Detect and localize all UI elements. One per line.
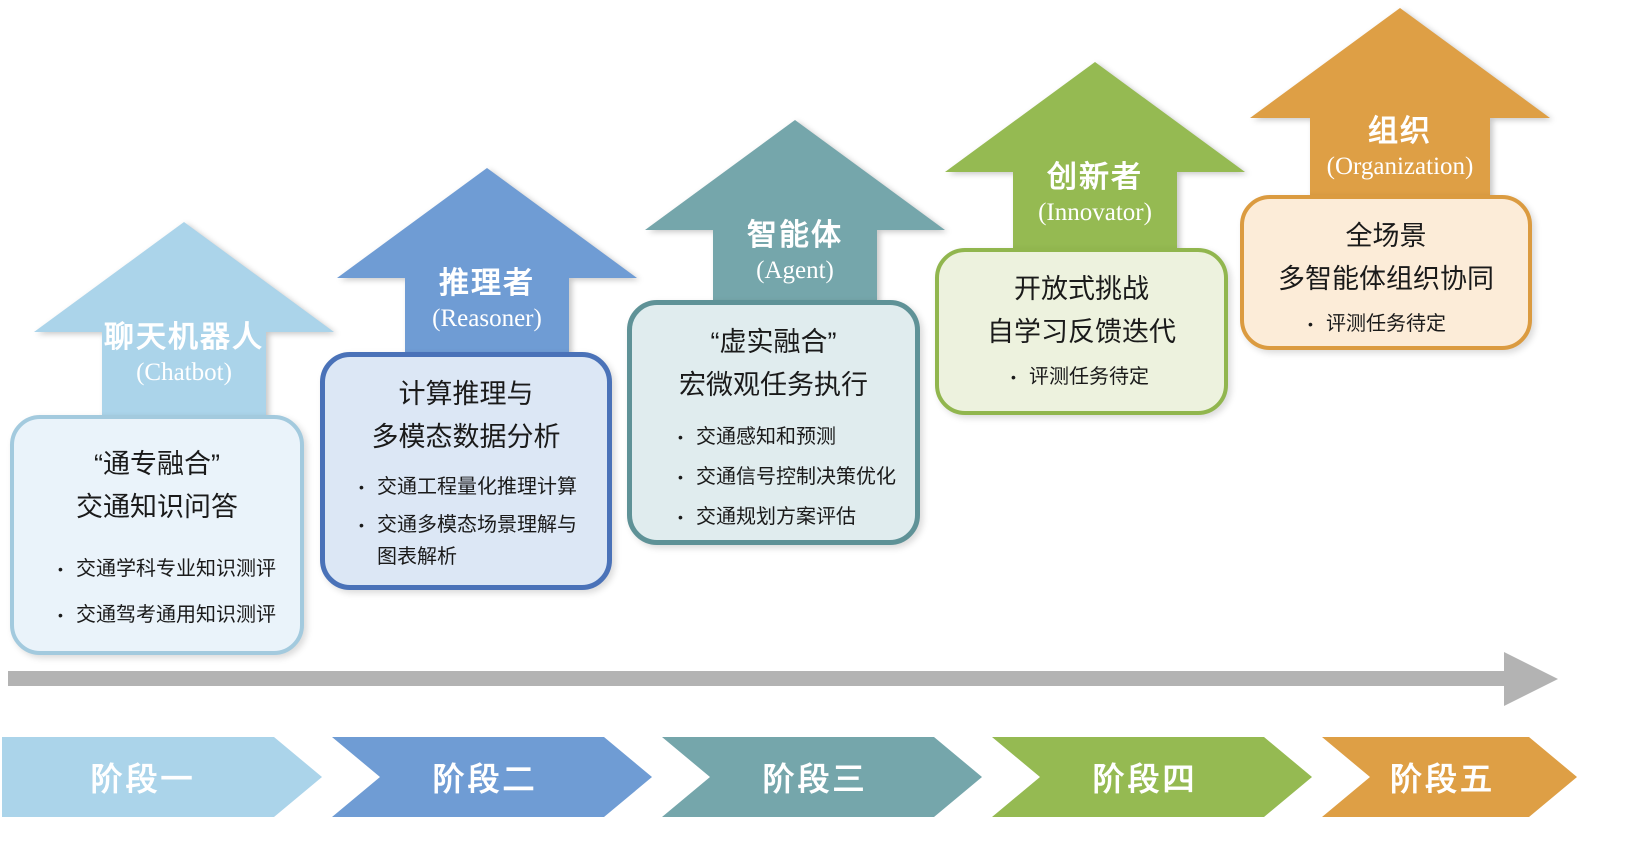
stage-name: 聊天机器人 — [104, 321, 264, 354]
banner-stage-2: 阶段二 — [332, 737, 652, 817]
bullet-list: 交通学科专业知识测评 交通驾考通用知识测评 — [32, 553, 282, 631]
box-title-line: 宏微观任务执行 — [679, 370, 868, 401]
up-arrow-icon — [1250, 8, 1550, 235]
banner-stage-4: 阶段四 — [992, 737, 1312, 817]
bullet-list: 交通工程量化推理计算 交通多模态场景理解与图表解析 — [343, 471, 589, 573]
stage-name-en: (Organization) — [1326, 153, 1474, 180]
banner-label: 阶段二 — [432, 761, 538, 797]
banner-stage-1: 阶段一 — [2, 737, 322, 817]
stage-name: 组织 — [1368, 115, 1432, 148]
stage-box: “虚实融合” 宏微观任务执行 交通感知和预测 交通信号控制决策优化 交通规划方案… — [627, 300, 920, 545]
stage-name-en: (Agent) — [756, 257, 834, 284]
stage-name-en: (Chatbot) — [136, 359, 232, 386]
stage-name: 智能体 — [747, 219, 843, 252]
stage-name: 创新者 — [1047, 161, 1143, 194]
box-title-line: 多模态数据分析 — [371, 422, 561, 453]
stage-box: “通专融合” 交通知识问答 交通学科专业知识测评 交通驾考通用知识测评 — [10, 415, 304, 655]
bullet-item: 评测任务待定 — [1005, 361, 1206, 393]
box-title: 开放式挑战 自学习反馈迭代 — [957, 268, 1206, 354]
bullet-item: 交通学科专业知识测评 — [52, 553, 282, 585]
bullet-item: 交通工程量化推理计算 — [353, 471, 589, 503]
bullet-item: 交通规划方案评估 — [672, 501, 897, 533]
box-title-line: 多智能体组织协同 — [1278, 264, 1494, 295]
stage-arrow-title: 推理者 (Reasoner) — [337, 264, 637, 336]
box-title-line: 开放式挑战 — [1014, 274, 1149, 304]
bullet-item: 评测任务待定 — [1302, 308, 1510, 340]
stage-box: 计算推理与 多模态数据分析 交通工程量化推理计算 交通多模态场景理解与图表解析 — [320, 352, 612, 590]
box-title-line: 交通知识问答 — [76, 492, 238, 523]
banner-label: 阶段四 — [1092, 761, 1198, 797]
bullet-list: 交通感知和预测 交通信号控制决策优化 交通规划方案评估 — [650, 421, 897, 533]
bullet-item: 交通信号控制决策优化 — [672, 461, 897, 493]
banner-label: 阶段三 — [762, 761, 868, 797]
bullet-item: 交通感知和预测 — [672, 421, 897, 453]
banner-label: 阶段五 — [1389, 761, 1495, 797]
stage-arrow-title: 聊天机器人 (Chatbot) — [34, 318, 334, 390]
stage-arrow-title: 智能体 (Agent) — [645, 216, 945, 288]
banner-stage-3: 阶段三 — [662, 737, 982, 817]
stage-arrow-title: 组织 (Organization) — [1250, 112, 1550, 184]
bullet-item: 交通多模态场景理解与图表解析 — [353, 509, 589, 573]
bullet-list: 评测任务待定 — [957, 361, 1206, 393]
box-title-line: “通专融合” — [94, 449, 220, 479]
bullet-list: 评测任务待定 — [1262, 308, 1510, 340]
stage-name-en: (Reasoner) — [432, 305, 542, 332]
banner-stage-5: 阶段五 — [1322, 737, 1577, 817]
stage-box: 开放式挑战 自学习反馈迭代 评测任务待定 — [935, 248, 1228, 415]
bullet-item: 交通驾考通用知识测评 — [52, 599, 282, 631]
up-arrow-icon — [337, 168, 637, 392]
box-title-line: “虚实融合” — [710, 327, 837, 357]
stage-name-en: (Innovator) — [1038, 199, 1152, 226]
box-title: “通专融合” 交通知识问答 — [32, 443, 282, 529]
box-title: 全场景 多智能体组织协同 — [1262, 215, 1510, 301]
up-arrow-icon — [34, 222, 334, 455]
box-title-line: 计算推理与 — [398, 379, 534, 409]
box-title-line: 全场景 — [1345, 221, 1427, 251]
banner-label: 阶段一 — [90, 761, 196, 797]
up-arrow-icon — [645, 120, 945, 340]
stage-box: 全场景 多智能体组织协同 评测任务待定 — [1240, 195, 1532, 350]
timeline-arrowhead-icon — [1504, 652, 1558, 706]
box-title-line: 自学习反馈迭代 — [987, 317, 1176, 348]
stage-name: 推理者 — [439, 267, 535, 300]
box-title: “虚实融合” 宏微观任务执行 — [650, 321, 897, 407]
up-arrow-icon — [945, 62, 1245, 288]
timeline-bar — [8, 671, 1506, 686]
stage-arrow-title: 创新者 (Innovator) — [945, 158, 1245, 230]
box-title: 计算推理与 多模态数据分析 — [343, 373, 589, 459]
